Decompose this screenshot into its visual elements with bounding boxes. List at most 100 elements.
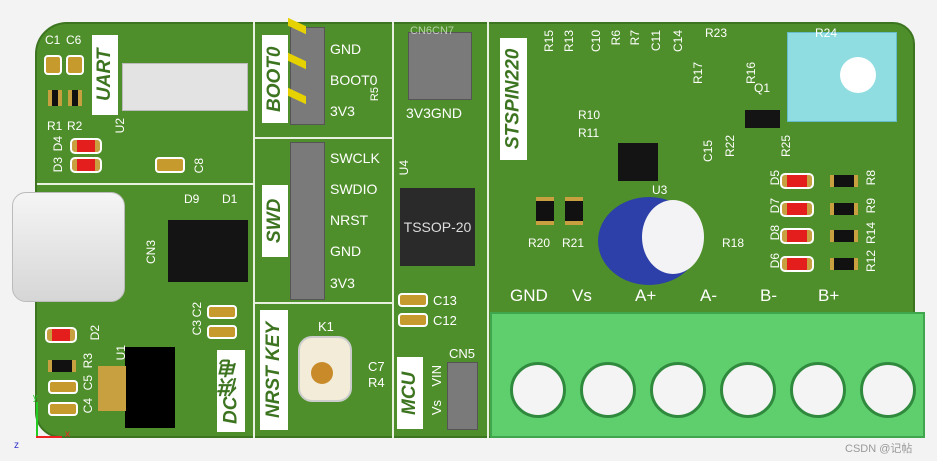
boot0-header[interactable] [290, 27, 325, 125]
designator: R21 [562, 236, 585, 250]
watermark: CSDN @记帖 [845, 443, 913, 455]
terminal-label: Vs [572, 286, 592, 305]
designator: D2 [88, 325, 102, 341]
swd-pin-label: 3V3 [330, 275, 355, 291]
boot0-pin-label: BOOT0 [330, 72, 378, 88]
q1-transistor [745, 110, 780, 128]
designator: C11 [649, 30, 663, 52]
designator: R20 [528, 236, 551, 250]
designator: R6 [609, 30, 623, 46]
designator: R5 [369, 87, 381, 102]
boot0-pin-label: 3V3 [330, 103, 355, 119]
protection-diodes [168, 220, 248, 282]
resistor [48, 360, 76, 372]
cn5-header[interactable] [447, 362, 478, 430]
usb-c-connector[interactable] [12, 192, 125, 302]
divider [253, 137, 392, 139]
terminal-label: GND [510, 286, 548, 305]
resistor [830, 230, 858, 242]
terminal-screw-b-minus[interactable] [790, 362, 846, 418]
jumper-label: 3V3GND [406, 105, 463, 121]
capacitor [207, 325, 237, 339]
designator: C8 [192, 158, 206, 174]
led-d8 [780, 228, 814, 244]
resistor [830, 258, 858, 270]
capacitor [207, 305, 237, 319]
u2-chip [122, 63, 248, 111]
designator: D4 [51, 136, 65, 152]
designator: C7 [368, 359, 385, 374]
capacitor [48, 380, 78, 394]
designator: U1 [114, 345, 128, 361]
u1-regulator [125, 347, 175, 428]
designator: D3 [51, 157, 65, 173]
mcu-pin-label: VIN [429, 365, 444, 387]
swd-header[interactable] [290, 142, 325, 300]
designator: U2 [113, 118, 127, 134]
swd-pin-label: NRST [330, 212, 369, 228]
designator: C4 [81, 398, 95, 414]
designator: C12 [433, 313, 457, 328]
swd-pin-label: SWDIO [330, 181, 378, 197]
divider [253, 22, 255, 438]
designator: R14 [864, 222, 878, 245]
dc-power-label: DC供电 [217, 350, 245, 432]
designator: U3 [652, 183, 668, 197]
terminal-label: A+ [635, 286, 657, 305]
capacitor [155, 157, 185, 173]
resistor [68, 90, 82, 106]
capacitor [48, 402, 78, 416]
designator: R13 [562, 30, 576, 53]
designator: R3 [81, 353, 95, 369]
designator: R7 [628, 30, 642, 46]
designator: D8 [768, 225, 782, 241]
reset-button-cap[interactable] [311, 362, 333, 384]
u4-tssop-chip: TSSOP-20 [400, 188, 475, 266]
potentiometer-knob[interactable] [840, 57, 876, 93]
screw-terminal-block[interactable] [490, 312, 925, 438]
designator: R24 [815, 26, 838, 40]
power-jumper[interactable] [408, 32, 472, 100]
designator: Q1 [754, 81, 771, 95]
designator: R22 [723, 135, 737, 158]
designator: C6 [66, 33, 82, 47]
resistor [565, 197, 583, 225]
designator: CN5 [449, 346, 476, 361]
jumper-designator: CN6CN7 [410, 25, 455, 37]
designator: C2 [190, 302, 204, 318]
designator: C1 [45, 33, 61, 47]
terminal-screw-a-plus[interactable] [650, 362, 706, 418]
capacitor [398, 293, 428, 307]
terminal-screw-a-minus[interactable] [720, 362, 776, 418]
designator: CN3 [144, 240, 158, 265]
designator: D1 [222, 192, 238, 206]
u1-tab [98, 366, 126, 411]
designator: R25 [779, 135, 793, 158]
x-axis-icon [36, 436, 62, 438]
x-axis-label: x [65, 429, 70, 440]
resistor [830, 203, 858, 215]
swd-pin-label: GND [330, 243, 362, 259]
divider [392, 22, 394, 438]
capacitor [66, 55, 84, 75]
divider [37, 183, 253, 185]
terminal-screw-vs[interactable] [580, 362, 636, 418]
stspin220-label: STSPIN220 [500, 38, 527, 160]
designator: C5 [81, 375, 95, 391]
capacitor [398, 313, 428, 327]
designator: R2 [67, 119, 83, 133]
designator: C13 [433, 293, 457, 308]
boot0-pin-label: GND [330, 41, 362, 57]
led-d5 [780, 173, 814, 189]
designator: R11 [578, 126, 600, 140]
designator: R4 [368, 375, 385, 390]
divider [253, 302, 392, 304]
swd-pin-label: SWCLK [330, 150, 380, 166]
terminal-screw-b-plus[interactable] [860, 362, 916, 418]
designator: C14 [671, 30, 685, 53]
capacitor-top [642, 200, 704, 274]
terminal-screw-gnd[interactable] [510, 362, 566, 418]
designator: R10 [578, 108, 601, 122]
designator: R1 [47, 119, 63, 133]
mcu-pin-label: Vs [429, 400, 444, 416]
